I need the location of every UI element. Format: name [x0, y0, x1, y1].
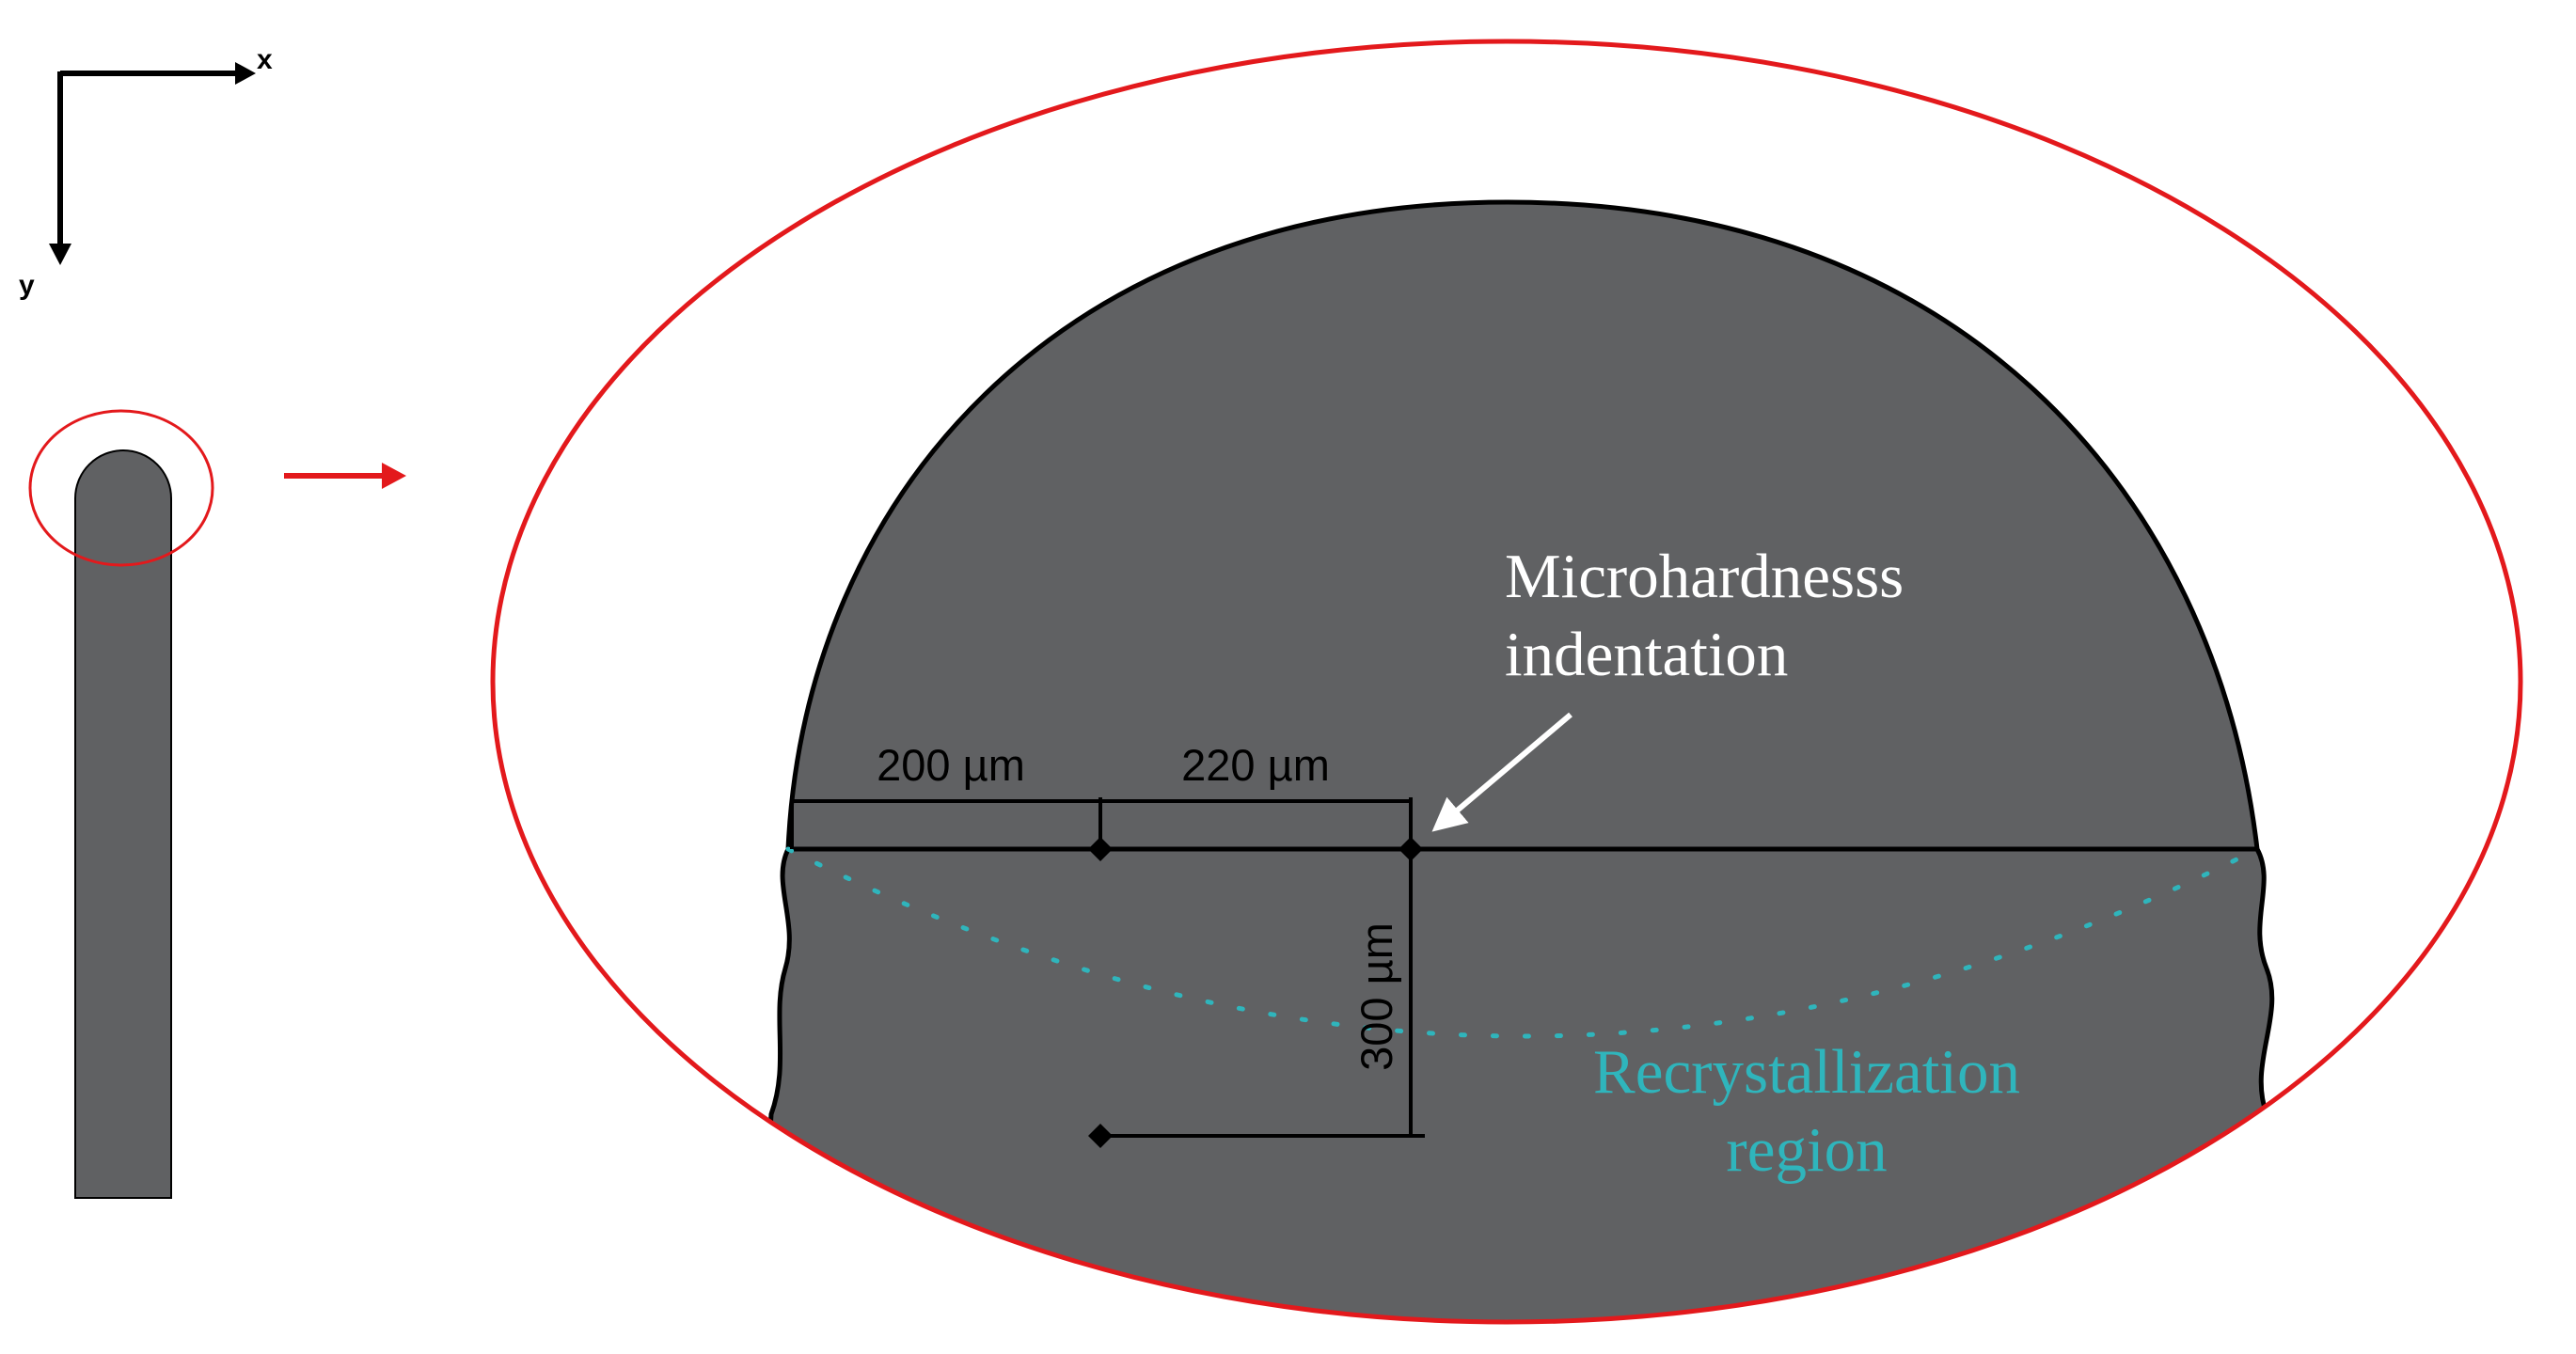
tip-highlight-circle — [28, 409, 214, 567]
magnification-ellipse — [490, 39, 2523, 1325]
recrystallization-annotation: Recrystallization region — [1593, 1037, 2020, 1185]
indentation-pointer — [1431, 712, 1572, 832]
indent-marker-420 — [1399, 837, 1423, 861]
specimen-rod — [74, 449, 172, 1199]
magnified-tip — [490, 39, 2523, 1325]
indentation-label-line2: indentation — [1505, 620, 1788, 689]
small-specimen — [28, 409, 214, 1199]
x-axis-arrowhead — [235, 62, 256, 85]
dim-label-300: 300 µm — [1351, 922, 1401, 1071]
dim-label-200: 200 µm — [877, 740, 1025, 790]
indentation-annotation: Microhardnesss indentation — [1431, 542, 1904, 832]
x-axis-label: x — [257, 44, 273, 75]
dim-label-220: 220 µm — [1181, 740, 1330, 790]
indent-marker-200 — [1088, 837, 1113, 861]
zoom-arrow — [284, 463, 406, 489]
indentation-markers — [1088, 837, 1423, 1148]
region-label-line1: Recrystallization — [1593, 1037, 2020, 1107]
coordinate-axes: x y — [19, 44, 273, 301]
y-axis-label: y — [19, 270, 35, 301]
indent-marker-depth — [1088, 1124, 1113, 1148]
indentation-label-line1: Microhardnesss — [1505, 542, 1904, 611]
zoom-arrow-head — [382, 463, 406, 489]
recrystallization-boundary — [785, 846, 2260, 1039]
region-label-line2: region — [1726, 1115, 1887, 1185]
y-axis-arrowhead — [49, 244, 71, 265]
magnified-specimen — [750, 199, 2298, 1322]
